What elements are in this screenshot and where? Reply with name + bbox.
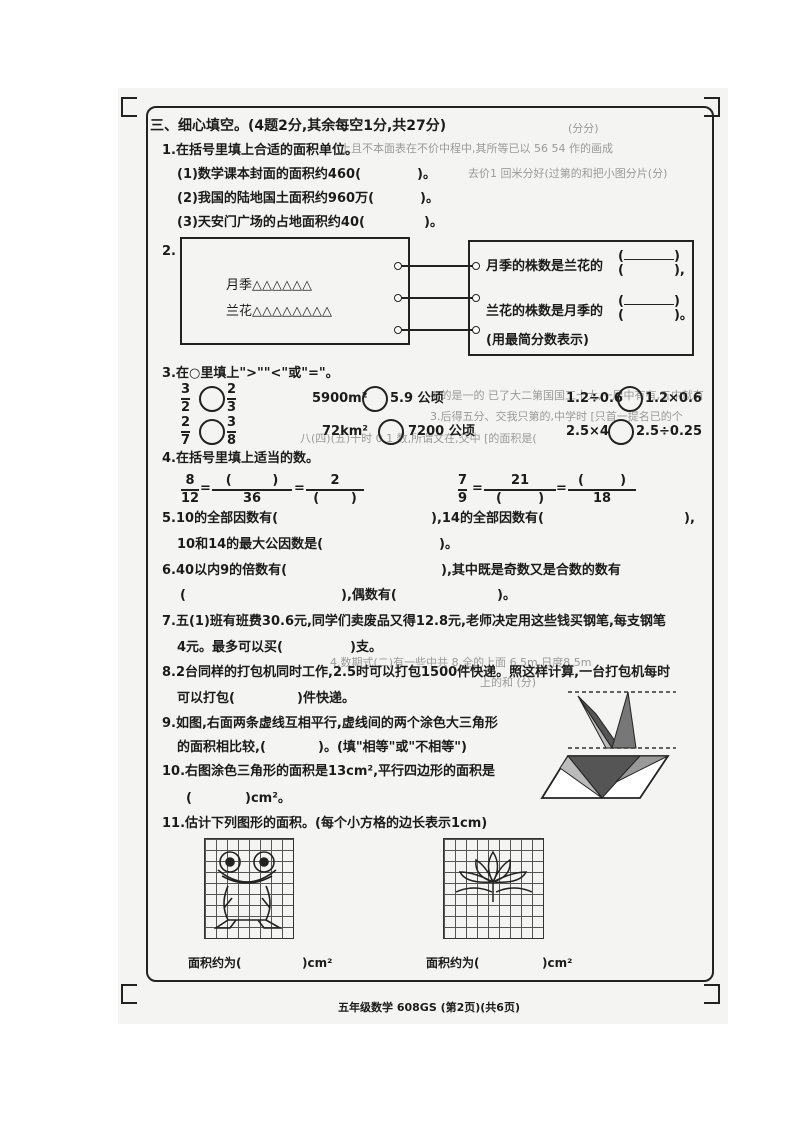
q6-line-2a: ( (180, 588, 186, 603)
q3-compare-circle[interactable] (378, 419, 404, 445)
q3-compare-circle[interactable] (617, 386, 643, 412)
section-title: 三、细心填空。(4题2分,其余每空1分,共27分) (150, 118, 447, 134)
q10-line-1: 10.右图涂色三角形的面积是13cm²,平行四边形的面积是 (162, 764, 496, 779)
q2-answer-2-blank: ()()。 (618, 294, 693, 323)
q1-item-1-close: )。 (417, 167, 436, 182)
q6-line-2b: ),偶数有( (341, 588, 397, 603)
q4-fraction-blank: ( )36 (212, 474, 292, 506)
parallel-lines-triangles-figure (568, 691, 676, 749)
q2-number: 2. (162, 244, 176, 259)
q6-line-1b: ),其中既是奇数又是合数的数有 (441, 563, 621, 578)
q7-line-2a: 4元。最多可以买( (177, 640, 283, 655)
connector-dot (472, 262, 480, 270)
q2-right-box (468, 240, 694, 356)
page-footer: 五年级数学 608GS (第2页)(共6页) (338, 1001, 520, 1014)
q5-line-1a: 5.10的全部因数有( (162, 511, 279, 526)
q4-stem: 4.在括号里填上适当的数。 (162, 451, 319, 466)
q3-compare-circle[interactable] (199, 386, 225, 412)
q8-line-1: 8.2台同样的打包机同时工作,2.5时可以打包1500件快递。照这样计算,一台打… (162, 665, 671, 680)
q3-stem: 3.在○里填上">""<"或"="。 (162, 366, 339, 381)
q9-line-1: 9.如图,右面两条虚线互相平行,虚线间的两个涂色大三角形 (162, 716, 498, 731)
q2-answer-2: 兰花的株数是月季的 (486, 304, 604, 319)
q3-expression: 1.2÷0.6 (566, 391, 623, 406)
connector-line (401, 297, 475, 299)
q2-rose-row: 月季△△△△△△ (226, 278, 312, 293)
question-frame (146, 106, 714, 982)
q4-fraction-blank: 2( ) (306, 474, 364, 506)
q11-left-label: 面积约为( (188, 956, 242, 970)
bleed-through-text: 去价1 回米分好(过第的和把小图分片(分) (468, 167, 668, 180)
q1-item-3: (3)天安门广场的占地面积约40( (177, 215, 365, 230)
q3-expression: 2.5×4 (566, 424, 609, 439)
q1-item-3-close: )。 (424, 215, 443, 230)
corner-mark-bottom-left (121, 984, 137, 1004)
bleed-through-text: 上且不本面表在不价中程中,其所等已以 56 54 作的画成 (340, 142, 613, 155)
q3-compare-circle[interactable] (199, 419, 225, 445)
q3-expression: 2.5÷0.25 (636, 424, 702, 439)
q11-right-unit: )cm² (542, 956, 573, 970)
q2-orchid-row: 兰花△△△△△△△△ (226, 304, 332, 319)
equals-sign: = (472, 481, 483, 496)
corner-mark-bottom-right (704, 984, 720, 1004)
q2-answer-1-blank: ()(), (618, 249, 685, 278)
q11-left-unit: )cm² (302, 956, 333, 970)
bleed-through-text: 八(四)(五)十时 0 1 数,所谓文在,交中 [的面积是( (300, 432, 537, 445)
equals-sign: = (294, 481, 305, 496)
q2-left-box (180, 237, 410, 345)
q8-line-2a: 可以打包( (177, 691, 235, 706)
q3-measure: 5900m² (312, 391, 368, 406)
q5-line-1c: ), (684, 511, 695, 526)
q10-line-2b: )cm²。 (245, 791, 291, 806)
parallelogram-figure (540, 755, 670, 799)
connector-dot (472, 326, 480, 334)
q6-line-1a: 6.40以内9的倍数有( (162, 563, 288, 578)
bleed-through-text: 4.数期式(二)有一些中共 8,全的上面 6.5m,日度8.5m (330, 656, 592, 669)
q1-stem: 1.在括号里填上合适的面积单位。 (162, 143, 358, 158)
corner-mark-top-left (121, 97, 137, 117)
q2-note: (用最简分数表示) (486, 333, 589, 348)
q3-measure: 72km² (322, 424, 368, 439)
q6-line-2c: )。 (497, 588, 516, 603)
q8-line-2b: )件快递。 (297, 691, 355, 706)
q3-expression: 1.2×0.6 (645, 391, 702, 406)
equals-sign: = (200, 481, 211, 496)
q3-measure: 5.9 公顷 (390, 391, 444, 406)
q11-right-label: 面积约为( (426, 956, 480, 970)
q4-fraction-blank: ( )18 (568, 474, 636, 506)
q3-compare-circle[interactable] (608, 419, 634, 445)
q1-item-2: (2)我国的陆地国土面积约960万( (177, 191, 375, 206)
bleed-through-text: 上的和 (分) (480, 676, 537, 689)
frog-drawing (213, 851, 284, 929)
q9-line-2b: )。(填"相等"或"不相等") (318, 740, 467, 755)
q9-line-2a: 的面积相比较,( (177, 740, 266, 755)
q7-line-2b: )支。 (350, 640, 382, 655)
bleed-through-text: (分分) (568, 122, 599, 135)
q10-line-2a: ( (186, 791, 192, 806)
q5-line-2a: 10和14的最大公因数是( (177, 537, 324, 552)
q1-item-2-close: )。 (420, 191, 439, 206)
q7-line-1: 7.五(1)班有班费30.6元,同学们卖废品又得12.8元,老师决定用这些钱买钢… (162, 614, 666, 629)
lotus-drawing (455, 850, 533, 902)
q5-line-2b: )。 (439, 537, 458, 552)
equals-sign: = (556, 481, 567, 496)
q1-item-1: (1)数学课本封面的面积约460( (177, 167, 362, 182)
frog-grid (204, 838, 294, 939)
q4-fraction-blank: 21( ) (484, 474, 556, 506)
q3-measure: 7200 公顷 (408, 424, 475, 439)
connector-dot (472, 294, 480, 302)
q5-line-1b: ),14的全部因数有( (431, 511, 544, 526)
connector-line (401, 329, 475, 331)
connector-line (401, 265, 475, 267)
q3-compare-circle[interactable] (362, 386, 388, 412)
q11-stem: 11.估计下列图形的面积。(每个小方格的边长表示1cm) (162, 816, 488, 831)
q2-answer-1: 月季的株数是兰花的 (486, 259, 604, 274)
